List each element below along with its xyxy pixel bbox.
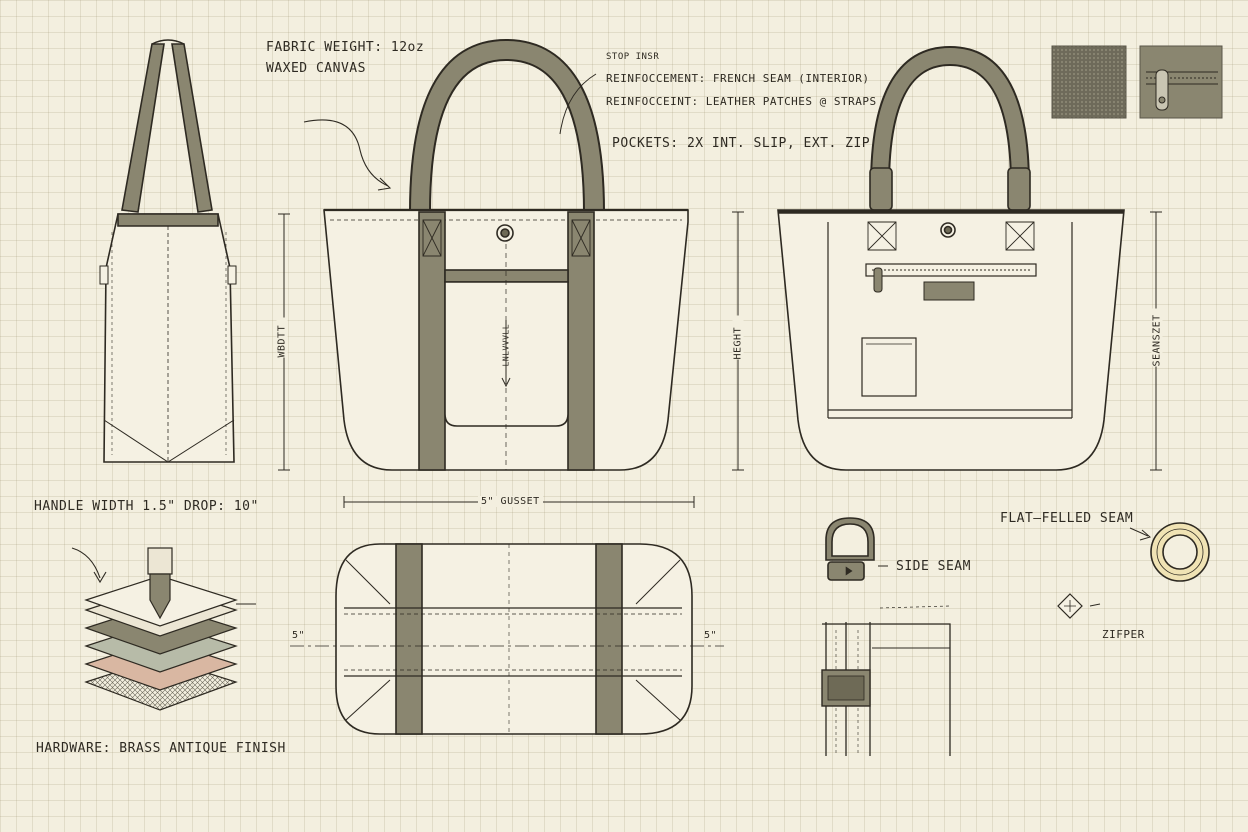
pockets-label: POCKETS: 2X INT. SLIP, EXT. ZIP [612,136,871,151]
side-seam-detail [821,605,951,756]
bottom-left-dimension: 5" [292,630,306,641]
back-view-bag [777,45,1125,471]
zipper-pull-detail [1057,593,1101,619]
canvas-swatch [1051,45,1127,119]
front-dimension-lines [278,73,695,508]
flat-felled-seam-label: FLAT–FELLED SEAM [1000,511,1134,526]
reinforcement-seam-label: REINFOCCEMENT: FRENCH SEAM (INTERIOR) [606,72,870,85]
zipper-label: ZIFPER [1102,628,1145,641]
bottom-view-bag [290,543,724,735]
brass-ring-hardware [1129,522,1210,582]
front-view-bag [323,38,689,471]
layer-stack-diagram [71,547,256,711]
hardware-label: HARDWARE: BRASS ANTIQUE FINISH [36,741,286,756]
seam-dimension-label: SEANSZET [1151,308,1163,367]
pocket-dimension-label: LNLVVVLL [501,323,511,367]
side-view-bag [99,39,237,463]
gusset-dimension-label: 5" GUSSET [478,496,543,507]
handle-spec-label: HANDLE WIDTH 1.5" DROP: 10" [34,499,259,514]
side-seam-label: SIDE SEAM [896,559,971,574]
bottom-right-dimension: 5" [704,630,718,641]
fabric-weight-label: FABRIC WEIGHT: 12oz [266,40,425,55]
width-dimension-label: WBDTT [276,317,288,358]
fabric-type-label: WAXED CANVAS [266,61,366,76]
height-dimension-label: HEGHT [732,315,744,360]
d-ring-hardware [825,517,888,581]
reinforcement-patches-label: REINFOCCEINT: LEATHER PATCHES @ STRAPS [606,95,877,108]
stop-note-label: STOP INSR [606,52,660,62]
zipper-swatch [1139,45,1223,119]
